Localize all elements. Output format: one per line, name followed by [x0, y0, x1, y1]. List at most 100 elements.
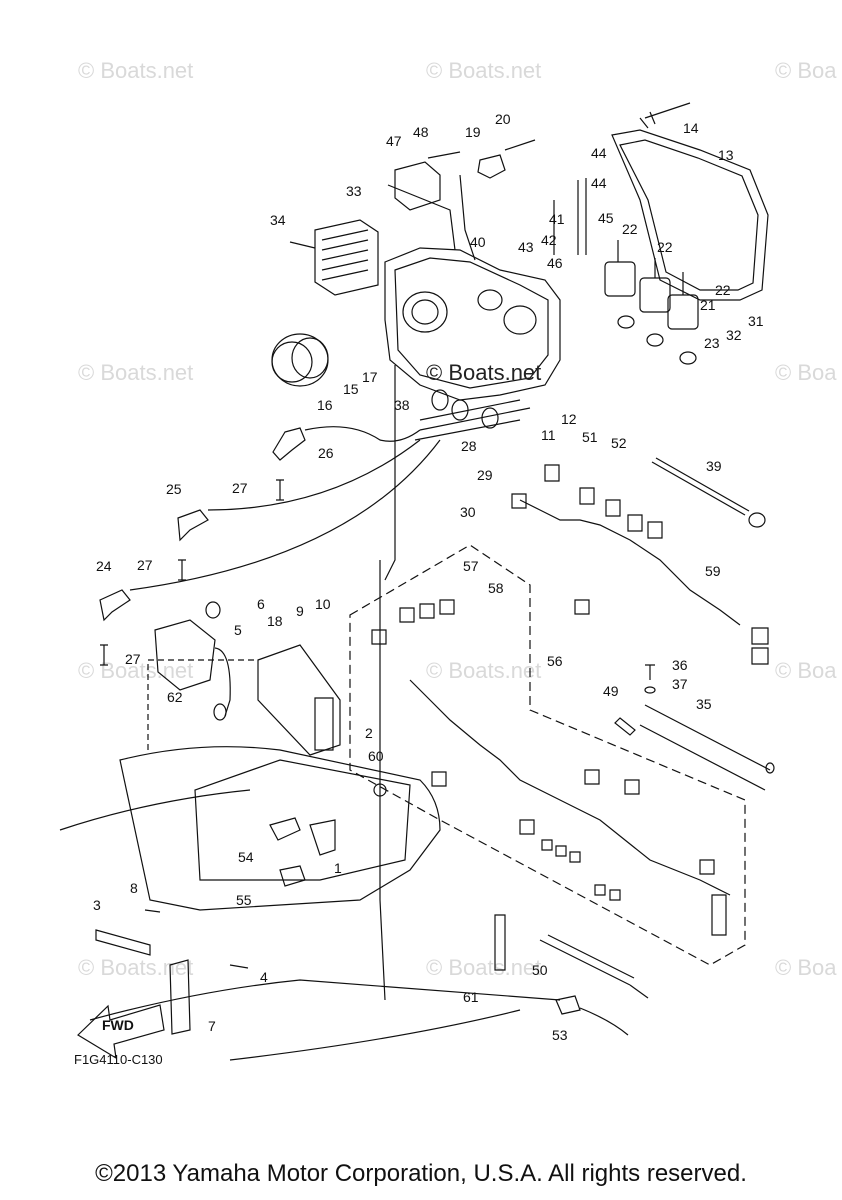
watermark: © Boats.net — [426, 58, 542, 83]
callout-label: 58 — [488, 580, 504, 596]
callout-label: 13 — [718, 147, 734, 163]
callout-label: 22 — [657, 239, 673, 255]
gasket-13 — [612, 130, 768, 300]
callout-label: 20 — [495, 111, 511, 127]
sensor-50 — [540, 935, 634, 985]
cable-35 — [640, 725, 765, 790]
callout-label: 3 — [93, 897, 101, 913]
callout-label: 23 — [704, 335, 720, 351]
watermark: © Boats.net — [78, 955, 194, 980]
sub-harness-56 — [410, 680, 730, 895]
callout-label: 7 — [208, 1018, 216, 1034]
spark-plug-cap-26 — [273, 428, 305, 460]
callout-label: 17 — [362, 369, 378, 385]
callout-label: 18 — [267, 613, 283, 629]
callout-label: 37 — [672, 676, 688, 692]
fwd-arrow — [78, 1005, 164, 1058]
spark-plug-cap-24 — [100, 590, 130, 620]
callout-label: 15 — [343, 381, 359, 397]
callout-label: 1 — [334, 860, 342, 876]
callout-label: 54 — [238, 849, 254, 865]
callout-label: 44 — [591, 145, 607, 161]
callout-label: 42 — [541, 232, 557, 248]
callout-label: 48 — [413, 124, 429, 140]
cable-tie-61 — [495, 915, 505, 970]
callout-label: 28 — [461, 438, 477, 454]
callout-labels: 14 13 20 19 48 47 44 44 45 41 42 43 40 4… — [93, 111, 764, 1043]
spark-plug-27 — [276, 480, 284, 500]
callout-label: 47 — [386, 133, 402, 149]
watermark: © Boa — [775, 58, 837, 83]
electrical-box — [385, 248, 560, 400]
watermark: © Boa — [775, 658, 837, 683]
callout-label: 50 — [532, 962, 548, 978]
callout-label: 30 — [460, 504, 476, 520]
callout-label: 14 — [683, 120, 699, 136]
diagram-code: F1G4110-C130 — [74, 1052, 163, 1067]
copyright-notice: ©2013 Yamaha Motor Corporation, U.S.A. A… — [95, 1160, 747, 1187]
bracket-3 — [96, 930, 150, 955]
watermark: © Boats.net — [426, 955, 542, 980]
callout-label: 4 — [260, 969, 268, 985]
callout-label: 34 — [270, 212, 286, 228]
spark-plug-cap-25 — [178, 510, 208, 540]
callout-label: 8 — [130, 880, 138, 896]
bolt-14 — [640, 103, 690, 128]
callout-label: 27 — [232, 480, 248, 496]
callout-label: 9 — [296, 603, 304, 619]
callout-label: 19 — [465, 124, 481, 140]
ignition-coil — [605, 262, 635, 296]
callout-label: 45 — [598, 210, 614, 226]
callout-label: 22 — [622, 221, 638, 237]
callout-label: 33 — [346, 183, 362, 199]
callout-label: 39 — [706, 458, 722, 474]
callout-label: 26 — [318, 445, 334, 461]
callout-label: 10 — [315, 596, 331, 612]
callout-label: 46 — [547, 255, 563, 271]
bracket-54 — [270, 818, 300, 840]
relay-47 — [395, 162, 440, 210]
callout-label: 53 — [552, 1027, 568, 1043]
callout-label: 25 — [166, 481, 182, 497]
watermark: © Boats.net — [78, 58, 194, 83]
callout-label: 55 — [236, 892, 252, 908]
callout-label: 11 — [541, 427, 556, 443]
callout-label: 22 — [715, 282, 731, 298]
screw-36 — [645, 665, 655, 680]
bracket-19 — [478, 155, 505, 178]
watermark: © Boats.net — [426, 658, 542, 683]
callout-label: 57 — [463, 558, 479, 574]
hull-deck — [120, 747, 440, 910]
callout-label: 40 — [470, 234, 486, 250]
callout-label: 35 — [696, 696, 712, 712]
callout-label: 29 — [477, 467, 493, 483]
callout-label: 56 — [547, 653, 563, 669]
bolt-4 — [230, 965, 248, 968]
watermark: © Boats.net — [78, 658, 194, 683]
wire-harness-59 — [520, 500, 740, 625]
ecm-18 — [258, 645, 340, 755]
callout-label: 27 — [137, 557, 153, 573]
sensor-55 — [280, 866, 305, 886]
bracket-7 — [170, 960, 190, 1034]
callout-label: 43 — [518, 239, 534, 255]
rectifier-regulator-33 — [315, 220, 378, 295]
callout-label: 36 — [672, 657, 688, 673]
callout-label: 41 — [549, 211, 565, 227]
overlay-watermark: © Boats.net — [426, 360, 542, 385]
callout-label: 52 — [611, 435, 627, 451]
cable-39 — [652, 462, 745, 515]
callout-label: 12 — [561, 411, 577, 427]
callout-label: 24 — [96, 558, 112, 574]
callout-label: 44 — [591, 175, 607, 191]
callout-label: 62 — [167, 689, 183, 705]
watermark: © Boats.net — [78, 360, 194, 385]
callout-label: 31 — [748, 313, 764, 329]
callout-label: 51 — [582, 429, 598, 445]
callout-label: 38 — [394, 397, 410, 413]
bracket-1 — [310, 820, 335, 855]
watermark: © Boa — [775, 360, 837, 385]
callout-label: 59 — [705, 563, 721, 579]
callout-label: 6 — [257, 596, 265, 612]
